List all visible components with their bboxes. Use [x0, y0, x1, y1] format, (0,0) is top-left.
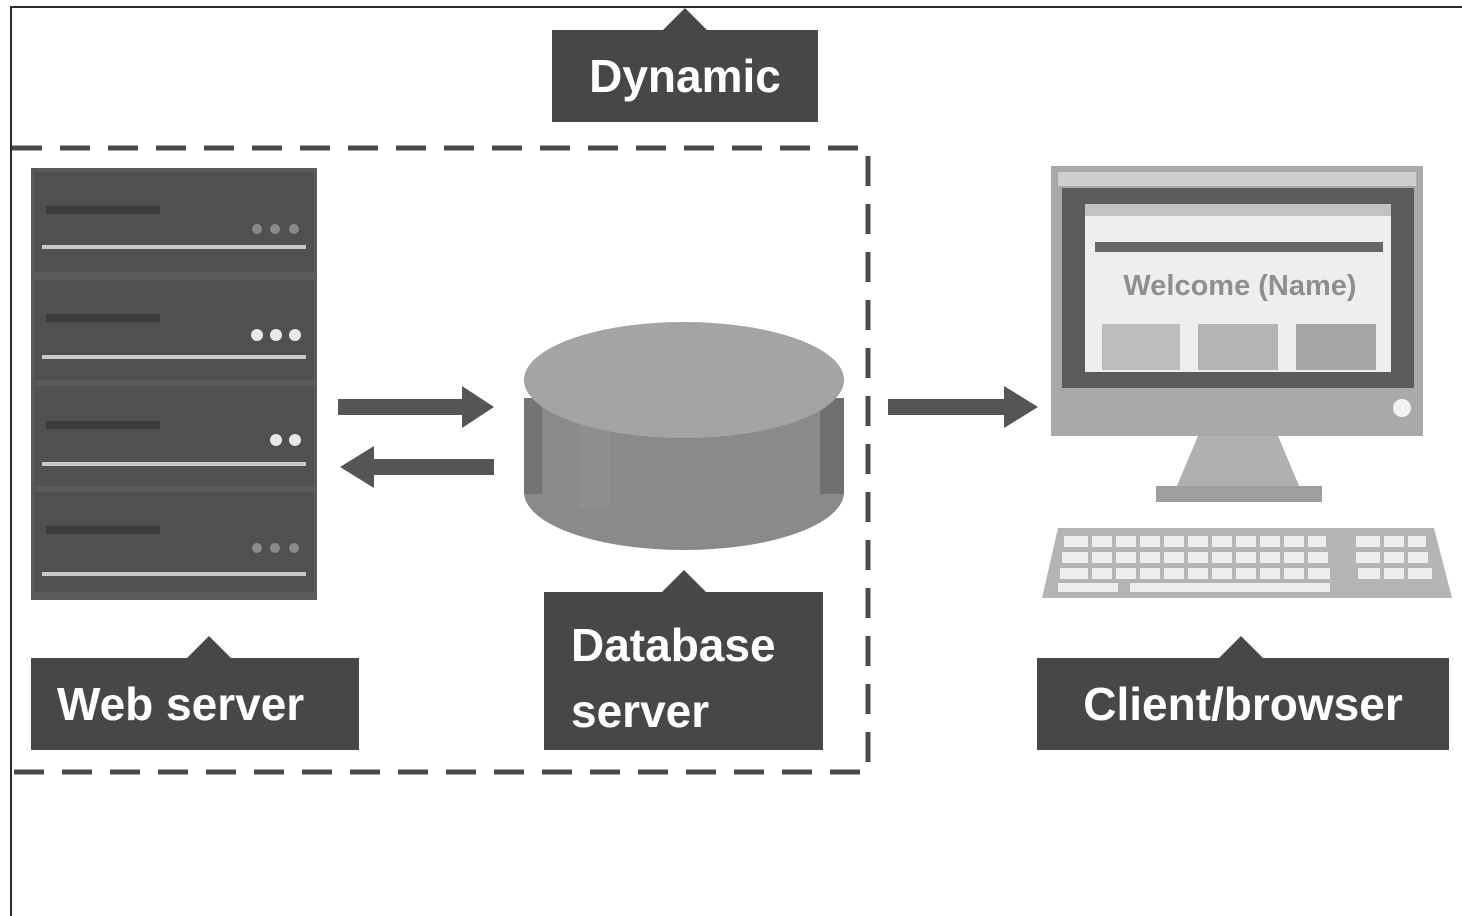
web-server-icon: [31, 168, 317, 600]
keyboard-icon: [1042, 528, 1452, 598]
client-browser-label-text: Client/browser: [1083, 678, 1403, 730]
database-server-label-line1: Database: [571, 619, 776, 671]
dynamic-group-boundary: [12, 145, 871, 775]
web-server-label-text: Web server: [57, 678, 305, 730]
dynamic-group-label: Dynamic: [552, 8, 818, 122]
monitor-icon: [1051, 166, 1423, 502]
database-icon: [524, 322, 844, 550]
screen-welcome-text: Welcome (Name): [1123, 270, 1357, 302]
arrows-web-db: [338, 386, 494, 488]
client-browser-label: Client/browser: [1037, 636, 1449, 750]
database-server-label-line2: server: [571, 685, 710, 737]
diagram-frame: [10, 6, 1462, 916]
arrow-db-client: [888, 386, 1038, 428]
web-server-label: Web server: [31, 636, 359, 750]
database-server-label: Database server: [544, 570, 823, 750]
